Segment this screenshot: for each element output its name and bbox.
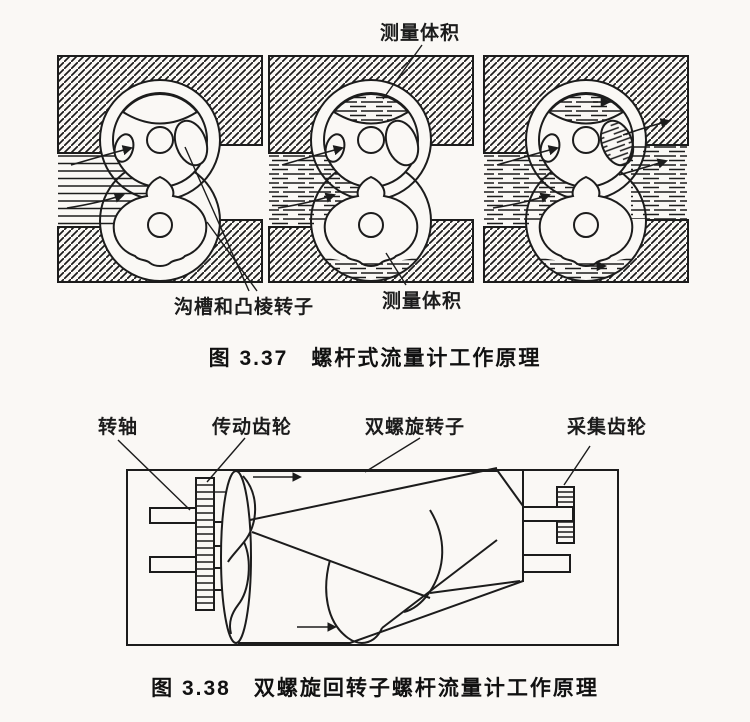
flowmeter-stage-2: [268, 55, 474, 283]
double-helix-rotor: [220, 467, 524, 644]
flowmeter-stages-canvas: [57, 44, 689, 292]
figure-338: 转轴 传动齿轮 双螺旋转子 采集齿轮: [0, 400, 750, 722]
figure-337-caption: 图 3.37 螺杆式流量计工作原理: [208, 347, 542, 370]
input-shafts: [149, 507, 197, 573]
screw-flowmeter-principle-drawing: [0, 0, 750, 340]
pickup-gear: [522, 486, 575, 573]
measuring-volume-bottom-label: 测量体积: [381, 291, 462, 312]
shaft-label: 转轴: [97, 417, 138, 438]
drive-gear-label: 传动齿轮: [211, 417, 292, 438]
flow-arrows: [253, 472, 337, 632]
double-helix-rotor-label: 双螺旋转子: [364, 417, 465, 438]
figure-338-leader-lines: [117, 437, 591, 511]
figure-337-leader-lines: [184, 44, 423, 292]
drive-gear: [195, 477, 215, 611]
flowmeter-stage-1: [57, 55, 263, 283]
measuring-volume-top-label: 测量体积: [379, 23, 460, 44]
figure-337: 测量体积: [0, 0, 750, 370]
double-helix-canvas: [117, 437, 619, 646]
double-helix-flowmeter-drawing: [0, 400, 750, 660]
pickup-gear-label: 采集齿轮: [566, 417, 647, 438]
figure-338-caption: 图 3.38 双螺旋回转子螺杆流量计工作原理: [151, 677, 599, 700]
flowmeter-stage-3: [483, 55, 689, 283]
groove-ridge-rotor-label: 沟槽和凸棱转子: [173, 297, 314, 318]
